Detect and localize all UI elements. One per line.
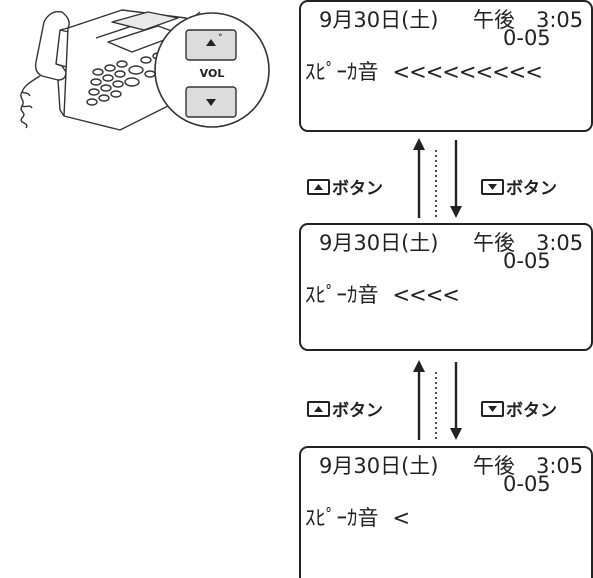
- date-text: 9月30日(土): [319, 454, 439, 478]
- setting-name: ｽﾋﾟｰｶ音: [305, 506, 379, 530]
- arrow-up-icon: [413, 138, 425, 150]
- down-button-label: ボタン: [481, 174, 557, 199]
- lcd-screen-1: 9月30日(土) 午後 3:05 0-05 ｽﾋﾟｰｶ音 <<<<<<<<<: [299, 0, 593, 132]
- extension-text: 0-05: [503, 472, 551, 496]
- extension-text: 0-05: [503, 26, 551, 50]
- volume-level: <: [392, 506, 411, 530]
- lcd-screen-3: 9月30日(土) 午後 3:05 0-05 ｽﾋﾟｰｶ音 <: [299, 446, 593, 578]
- time-text: 午後 3:05: [473, 231, 584, 255]
- volume-level: <<<<: [392, 283, 460, 307]
- down-key-icon: [481, 400, 504, 417]
- vol-label: VOL: [200, 67, 225, 80]
- arrow-down-icon: [450, 428, 462, 440]
- lcd-screen-2: 9月30日(土) 午後 3:05 0-05 ｽﾋﾟｰｶ音 <<<<: [299, 223, 593, 351]
- date-text: 9月30日(土): [319, 231, 439, 255]
- up-key-icon: [307, 400, 330, 417]
- transition-2: ボタン ボタン: [300, 356, 573, 446]
- time-text: 午後 3:05: [473, 454, 584, 478]
- volume-row: ｽﾋﾟｰｶ音 <<<<: [305, 279, 460, 309]
- date-text: 9月30日(土): [319, 8, 439, 32]
- up-key-icon: [307, 178, 330, 195]
- telephone-icon: ° VOL: [20, 9, 270, 131]
- up-button-label: ボタン: [307, 174, 383, 199]
- time-text: 午後 3:05: [473, 8, 584, 32]
- volume-row: ｽﾋﾟｰｶ音 <<<<<<<<<: [305, 56, 543, 86]
- transition-arrows: [413, 138, 462, 218]
- volume-level: <<<<<<<<<: [392, 60, 543, 84]
- date-row: 9月30日(土) 午後 3:05: [319, 450, 583, 480]
- phone-illustration: ° VOL: [0, 0, 270, 170]
- date-row: 9月30日(土) 午後 3:05: [319, 4, 583, 34]
- extension-text: 0-05: [503, 249, 551, 273]
- up-key-dot: °: [218, 33, 223, 43]
- setting-name: ｽﾋﾟｰｶ音: [305, 283, 379, 307]
- up-button-label: ボタン: [307, 396, 383, 421]
- transition-arrows: [413, 360, 462, 440]
- arrow-down-icon: [450, 206, 462, 218]
- arrow-up-icon: [413, 360, 425, 372]
- down-key-icon: [481, 178, 504, 195]
- transition-1: ボタン ボタン: [300, 134, 573, 224]
- date-row: 9月30日(土) 午後 3:05: [319, 227, 583, 257]
- down-button-label: ボタン: [481, 396, 557, 421]
- volume-row: ｽﾋﾟｰｶ音 <: [305, 502, 411, 532]
- setting-name: ｽﾋﾟｰｶ音: [305, 60, 379, 84]
